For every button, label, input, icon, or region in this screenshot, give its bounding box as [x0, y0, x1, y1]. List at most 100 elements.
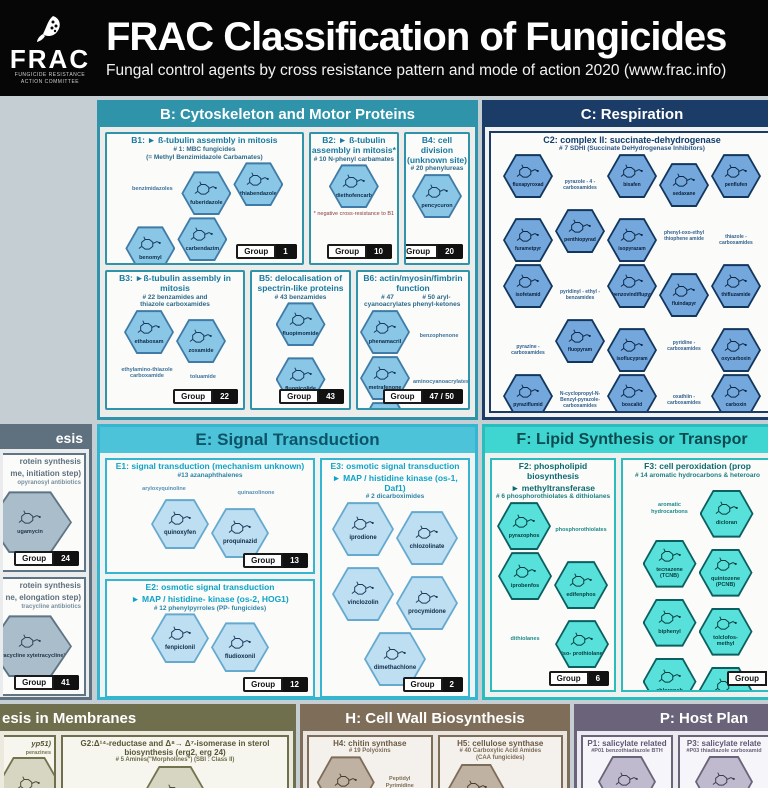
chemical-class-label: phenyl-oxo-ethyl thiophene amide: [663, 229, 704, 242]
hexagon-face: quintozene (PCNB): [700, 550, 751, 595]
poster-title: FRAC Classification of Fungicides: [106, 15, 727, 59]
molecular-structure-icon: [714, 616, 737, 630]
p3-title: P3: salicylate relate: [686, 739, 762, 748]
compound-name: proquinazid: [223, 539, 257, 546]
h5-sub2: (CAA fungicides): [476, 755, 525, 762]
chemical-class-label: aminocyanoacrylates: [413, 378, 469, 385]
compound-name: quinoxyfen: [163, 530, 196, 537]
hexagon-face: [318, 758, 373, 788]
compound-name: benomyl: [139, 254, 162, 261]
compound-name: procymidone: [408, 609, 446, 616]
compound-name: bixafen: [623, 181, 641, 188]
compound-name: pencycuron: [421, 202, 453, 209]
hexagon-face: oxycarboxin: [713, 330, 759, 371]
molecular-structure-icon: [568, 329, 591, 343]
chemical-class-label: oxathiin - carboxamides: [667, 394, 701, 407]
chemical-class-label: toluamide: [190, 374, 216, 381]
section-h-header: H: Cell Wall Biosynthesis: [303, 707, 567, 731]
compound-hexagon-pencycuron: pencycuron: [411, 174, 462, 219]
hexagon-face: isoflucypram: [609, 330, 655, 371]
hexagon-face: iprobenfos: [500, 554, 551, 599]
hexagon-face: edifenphos: [556, 563, 607, 608]
compound-hexagon-isopyrazam: isopyrazam: [607, 218, 657, 263]
h4-title: H4: chitin synthase: [333, 739, 407, 748]
section-c-header: C: Respiration: [485, 103, 768, 127]
p1-compounds: [583, 755, 671, 788]
compound-hexagon-penthiopyrad: penthiopyrad: [555, 209, 605, 254]
molecular-structure-icon: [714, 557, 737, 571]
logo-caption-2: ACTION COMMITTEE: [20, 79, 80, 85]
d1-title-fragment: rotein synthesis: [19, 457, 81, 466]
molecular-structure-icon: [516, 274, 539, 288]
molecular-structure-icon: [712, 772, 735, 786]
chemical-class-label: pyridinyl - ethyl - benzamides: [559, 288, 600, 301]
chemical-class-label: Peptidyl Pyrimidine nucleoside: [385, 776, 414, 788]
hexagon-face: phenamacril: [362, 312, 408, 353]
b1-sub1: # 1: MBC fungicides: [173, 145, 236, 153]
compound-name: dimethachlone: [373, 665, 417, 672]
molecular-structure-icon: [163, 784, 185, 788]
section-p-host-plant-cut: P: Host Plan P1: salicylate related #P01…: [574, 704, 768, 788]
molecular-structure-icon: [658, 669, 681, 683]
molecular-structure-icon: [415, 590, 438, 604]
molecular-structure-icon: [373, 320, 396, 334]
d2-title-fragment2: ne, elongation step): [5, 592, 81, 602]
compound-name: fluindapyr: [671, 300, 697, 307]
p3-sub1: #P03 thiadiazole carboxamid: [686, 748, 762, 755]
c2-title: C2: complex II: succinate-dehydrogenase: [543, 135, 721, 145]
compound-hexagon-tetracycline-xytetracycline: tetracycline xytetracycline): [3, 615, 72, 678]
compound-hexagon-diethofencarb: diethofencarb: [328, 164, 379, 209]
compound-hexagon-isofetamid: isofetamid: [503, 264, 553, 309]
g2-title: G2:Δ¹⁴-reductase and Δ⁸→ Δ⁷-isomerase in…: [80, 739, 270, 758]
section-g-sterol-biosynthesis-cut: esis in Membranes yp51) perazines G2:Δ¹⁴…: [0, 704, 296, 788]
b4-compounds: pencycuron: [406, 173, 468, 219]
section-d-protein-synthesis-cut: esis rotein synthesis me, initiation ste…: [0, 424, 92, 700]
subsection-b6: B6: actin/myosin/fimbrin function # 47 c…: [356, 270, 470, 410]
molecular-structure-icon: [658, 548, 681, 562]
molecular-structure-icon: [373, 366, 396, 380]
subsection-b2: B2: ► ß-tubulin assembly in mitosis* # 1…: [308, 132, 399, 265]
d1-compounds: ugamycin: [3, 487, 84, 554]
e3-sub1: # 2 dicarboximides: [365, 493, 425, 501]
h4-compounds: Peptidyl Pyrimidine nucleoside: [309, 755, 431, 788]
section-b-cytoskeleton: B: Cytoskeleton and Motor Proteins B1: ►…: [97, 100, 478, 420]
compound-name: isoflucypram: [616, 355, 648, 362]
g2-sub1: # 5 Amines("Morpholines") (SBI : Class I…: [115, 757, 235, 764]
b1-sub2: (= Methyl Benzimidazole Carbamates): [146, 153, 263, 161]
compound-name: pyraziflumid: [513, 401, 543, 408]
molecular-structure-icon: [139, 236, 162, 250]
compound-name: tecnazene (TCNB): [656, 567, 683, 580]
molecular-structure-icon: [342, 174, 365, 188]
hexagon-face: boscalid: [609, 376, 655, 411]
molecular-structure-icon: [620, 274, 643, 288]
hexagon-face: isofetamid: [505, 266, 551, 307]
subsection-h4: H4: chitin synthase # 19 Polyoxins Pepti…: [307, 735, 433, 788]
chemical-class-label: thiazole - carboxamides: [719, 233, 753, 246]
hexagon-face: pyrazophos: [499, 504, 550, 549]
compound-name: isopyrazam: [618, 245, 646, 252]
compound-hexagon-penflufen: penflufen: [711, 154, 761, 199]
molecular-structure-icon: [715, 501, 738, 515]
section-h-cell-wall: H: Cell Wall Biosynthesis H4: chitin syn…: [300, 704, 570, 788]
compound-hexagon-dicloran: dicloran: [699, 489, 754, 538]
hexagon-face: furametpyr: [505, 220, 551, 261]
subsection-e2: E2: osmotic signal transduction ► MAP / …: [105, 579, 315, 698]
molecular-structure-icon: [168, 511, 191, 525]
compound-hexagon-carboxin: carboxin: [711, 374, 761, 411]
molecular-structure-icon: [724, 338, 747, 352]
chemical-class-label: quinazolinone: [237, 489, 275, 496]
compound-hexagon-thiabendazole: thiabendazole: [233, 162, 284, 207]
molecular-structure-icon: [620, 228, 643, 242]
compound-name: fluopyram: [567, 346, 593, 353]
compound-hexagon-unnamed: [316, 756, 375, 788]
section-e-signal-transduction: E: Signal Transduction E1: signal transd…: [97, 424, 478, 700]
compound-name: iprodione: [349, 535, 377, 542]
hexagon-face: vinclozolin: [334, 569, 392, 620]
compound-name: sedaxane: [672, 190, 696, 197]
hexagon-face: fluopyram: [557, 321, 603, 362]
